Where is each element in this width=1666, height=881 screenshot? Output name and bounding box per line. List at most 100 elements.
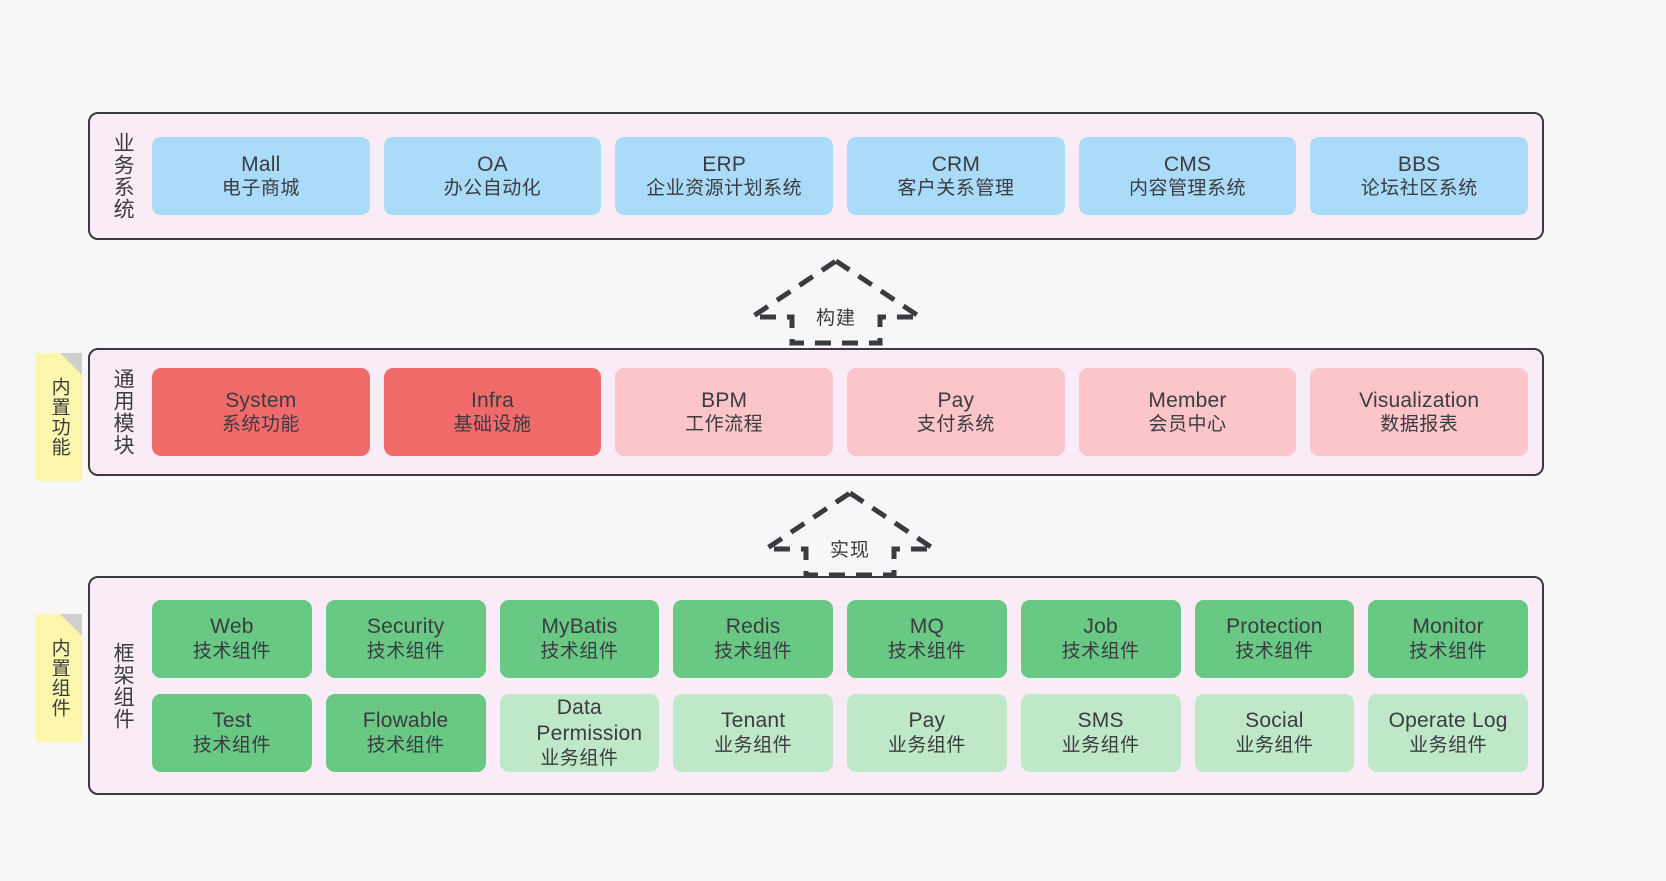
connector-arrow-build: 构建 [743,255,929,347]
layer-framework-components-cards: Web 技术组件 Security 技术组件 MyBatis 技术组件 Redi… [144,578,1542,793]
card-tenant-cn: 业务组件 [714,734,793,756]
card-pay-component-cn: 业务组件 [887,734,966,756]
card-operate-log-en: Operate Log [1388,709,1508,733]
card-data-permission[interactable]: Data Permission 业务组件 [499,693,660,772]
framework-row-business: Test 技术组件 Flowable 技术组件 Data Permission … [152,693,1528,772]
card-crm[interactable]: CRM 客户关系管理 [847,137,1065,215]
layer-common-modules-cards: System 系统功能 Infra 基础设施 BPM 工作流程 Pay 支付系统… [144,350,1542,474]
card-infra[interactable]: Infra 基础设施 [383,368,602,456]
card-system[interactable]: System 系统功能 [152,368,370,456]
card-infra-cn: 基础设施 [453,414,532,436]
connector-arrow-implement: 实现 [757,487,943,579]
connector-arrow-build-label: 构建 [815,308,856,329]
layer-common-modules-title: 通用模块 [111,368,135,456]
card-security[interactable]: Security 技术组件 [325,599,486,678]
card-pay-module-en: Pay [937,388,975,412]
card-job-en: Job [1083,615,1118,639]
layer-business-systems-title: 业务系统 [111,132,135,220]
card-redis-cn: 技术组件 [714,640,793,662]
card-member-cn: 会员中心 [1148,414,1227,436]
card-oa-en: OA [477,152,508,176]
card-security-en: Security [366,615,445,639]
card-erp[interactable]: ERP 企业资源计划系统 [615,137,834,215]
card-mq[interactable]: MQ 技术组件 [847,599,1007,678]
card-bpm-cn: 工作流程 [685,414,764,436]
card-social-en: Social [1245,709,1304,733]
card-sms-en: SMS [1077,709,1124,733]
card-security-cn: 技术组件 [366,640,445,662]
arrow-build-outline [743,257,929,346]
card-system-en: System [225,388,297,412]
layer-common-modules: 通用模块 System 系统功能 Infra 基础设施 BPM 工作流程 Pay… [88,348,1544,476]
card-pay-component[interactable]: Pay 业务组件 [847,693,1007,772]
card-protection[interactable]: Protection 技术组件 [1194,599,1355,678]
card-test-cn: 技术组件 [192,734,271,756]
card-web-en: Web [210,615,254,639]
card-oa-cn: 办公自动化 [443,178,542,200]
arrow-implement-outline [757,489,943,578]
card-sms[interactable]: SMS 业务组件 [1020,693,1181,772]
card-monitor-en: Monitor [1412,615,1484,639]
card-cms[interactable]: CMS 内容管理系统 [1078,137,1297,215]
card-mybatis-cn: 技术组件 [540,640,619,662]
card-bbs-cn: 论坛社区系统 [1360,178,1478,200]
card-monitor[interactable]: Monitor 技术组件 [1368,599,1528,678]
card-tenant[interactable]: Tenant 业务组件 [673,693,833,772]
layer-framework-components-title: 框架组件 [111,641,135,730]
card-bbs[interactable]: BBS 论坛社区系统 [1310,137,1529,215]
card-flowable-en: Flowable [362,709,449,733]
card-crm-en: CRM [931,152,981,176]
card-erp-en: ERP [702,152,747,176]
card-system-cn: 系统功能 [221,414,300,436]
card-mybatis-en: MyBatis [541,615,618,639]
card-flowable-cn: 技术组件 [366,734,445,756]
card-visualization-cn: 数据报表 [1380,414,1459,436]
card-flowable[interactable]: Flowable 技术组件 [325,693,486,772]
note-builtin-components-label: 内置组件 [48,638,70,718]
layer-business-systems: 业务系统 Mall 电子商城 OA 办公自动化 ERP 企业资源计划系统 CRM… [88,112,1544,240]
card-pay-module-cn: 支付系统 [916,414,995,436]
card-operate-log[interactable]: Operate Log 业务组件 [1368,693,1528,772]
card-mall[interactable]: Mall 电子商城 [152,137,370,215]
card-data-permission-en: Data Permission [536,696,643,745]
framework-row-technical: Web 技术组件 Security 技术组件 MyBatis 技术组件 Redi… [152,599,1528,678]
card-protection-en: Protection [1226,615,1323,639]
card-test[interactable]: Test 技术组件 [152,693,312,772]
card-member-en: Member [1148,388,1227,412]
card-bpm-en: BPM [701,388,748,412]
card-bpm[interactable]: BPM 工作流程 [615,368,834,456]
card-sms-cn: 业务组件 [1061,734,1140,756]
card-visualization[interactable]: Visualization 数据报表 [1310,368,1529,456]
note-builtin-functions-label: 内置功能 [48,377,70,457]
card-member[interactable]: Member 会员中心 [1078,368,1297,456]
note-builtin-functions: 内置功能 [36,353,82,481]
note-builtin-components: 内置组件 [36,614,82,742]
card-redis-en: Redis [725,615,781,639]
card-pay-component-en: Pay [908,709,946,733]
card-tenant-en: Tenant [720,709,786,733]
card-bbs-en: BBS [1397,152,1441,176]
card-crm-cn: 客户关系管理 [897,178,1015,200]
card-mq-cn: 技术组件 [887,640,966,662]
card-social-cn: 业务组件 [1235,734,1314,756]
card-data-permission-cn: 业务组件 [540,747,619,769]
card-operate-log-cn: 业务组件 [1409,734,1488,756]
card-cms-en: CMS [1163,152,1212,176]
card-mybatis[interactable]: MyBatis 技术组件 [499,599,660,678]
card-monitor-cn: 技术组件 [1409,640,1488,662]
card-protection-cn: 技术组件 [1235,640,1314,662]
card-test-en: Test [212,709,252,733]
card-social[interactable]: Social 业务组件 [1194,693,1355,772]
card-web[interactable]: Web 技术组件 [152,599,312,678]
card-infra-en: Infra [470,388,515,412]
layer-framework-components: 框架组件 Web 技术组件 Security 技术组件 MyBatis 技术组件… [88,576,1544,795]
card-redis[interactable]: Redis 技术组件 [673,599,833,678]
card-job[interactable]: Job 技术组件 [1020,599,1181,678]
card-erp-cn: 企业资源计划系统 [646,178,803,200]
card-cms-cn: 内容管理系统 [1129,178,1247,200]
card-mall-en: Mall [241,152,281,176]
layer-business-systems-cards: Mall 电子商城 OA 办公自动化 ERP 企业资源计划系统 CRM 客户关系… [144,114,1542,238]
card-oa[interactable]: OA 办公自动化 [383,137,602,215]
card-pay-module[interactable]: Pay 支付系统 [847,368,1065,456]
card-web-cn: 技术组件 [192,640,271,662]
